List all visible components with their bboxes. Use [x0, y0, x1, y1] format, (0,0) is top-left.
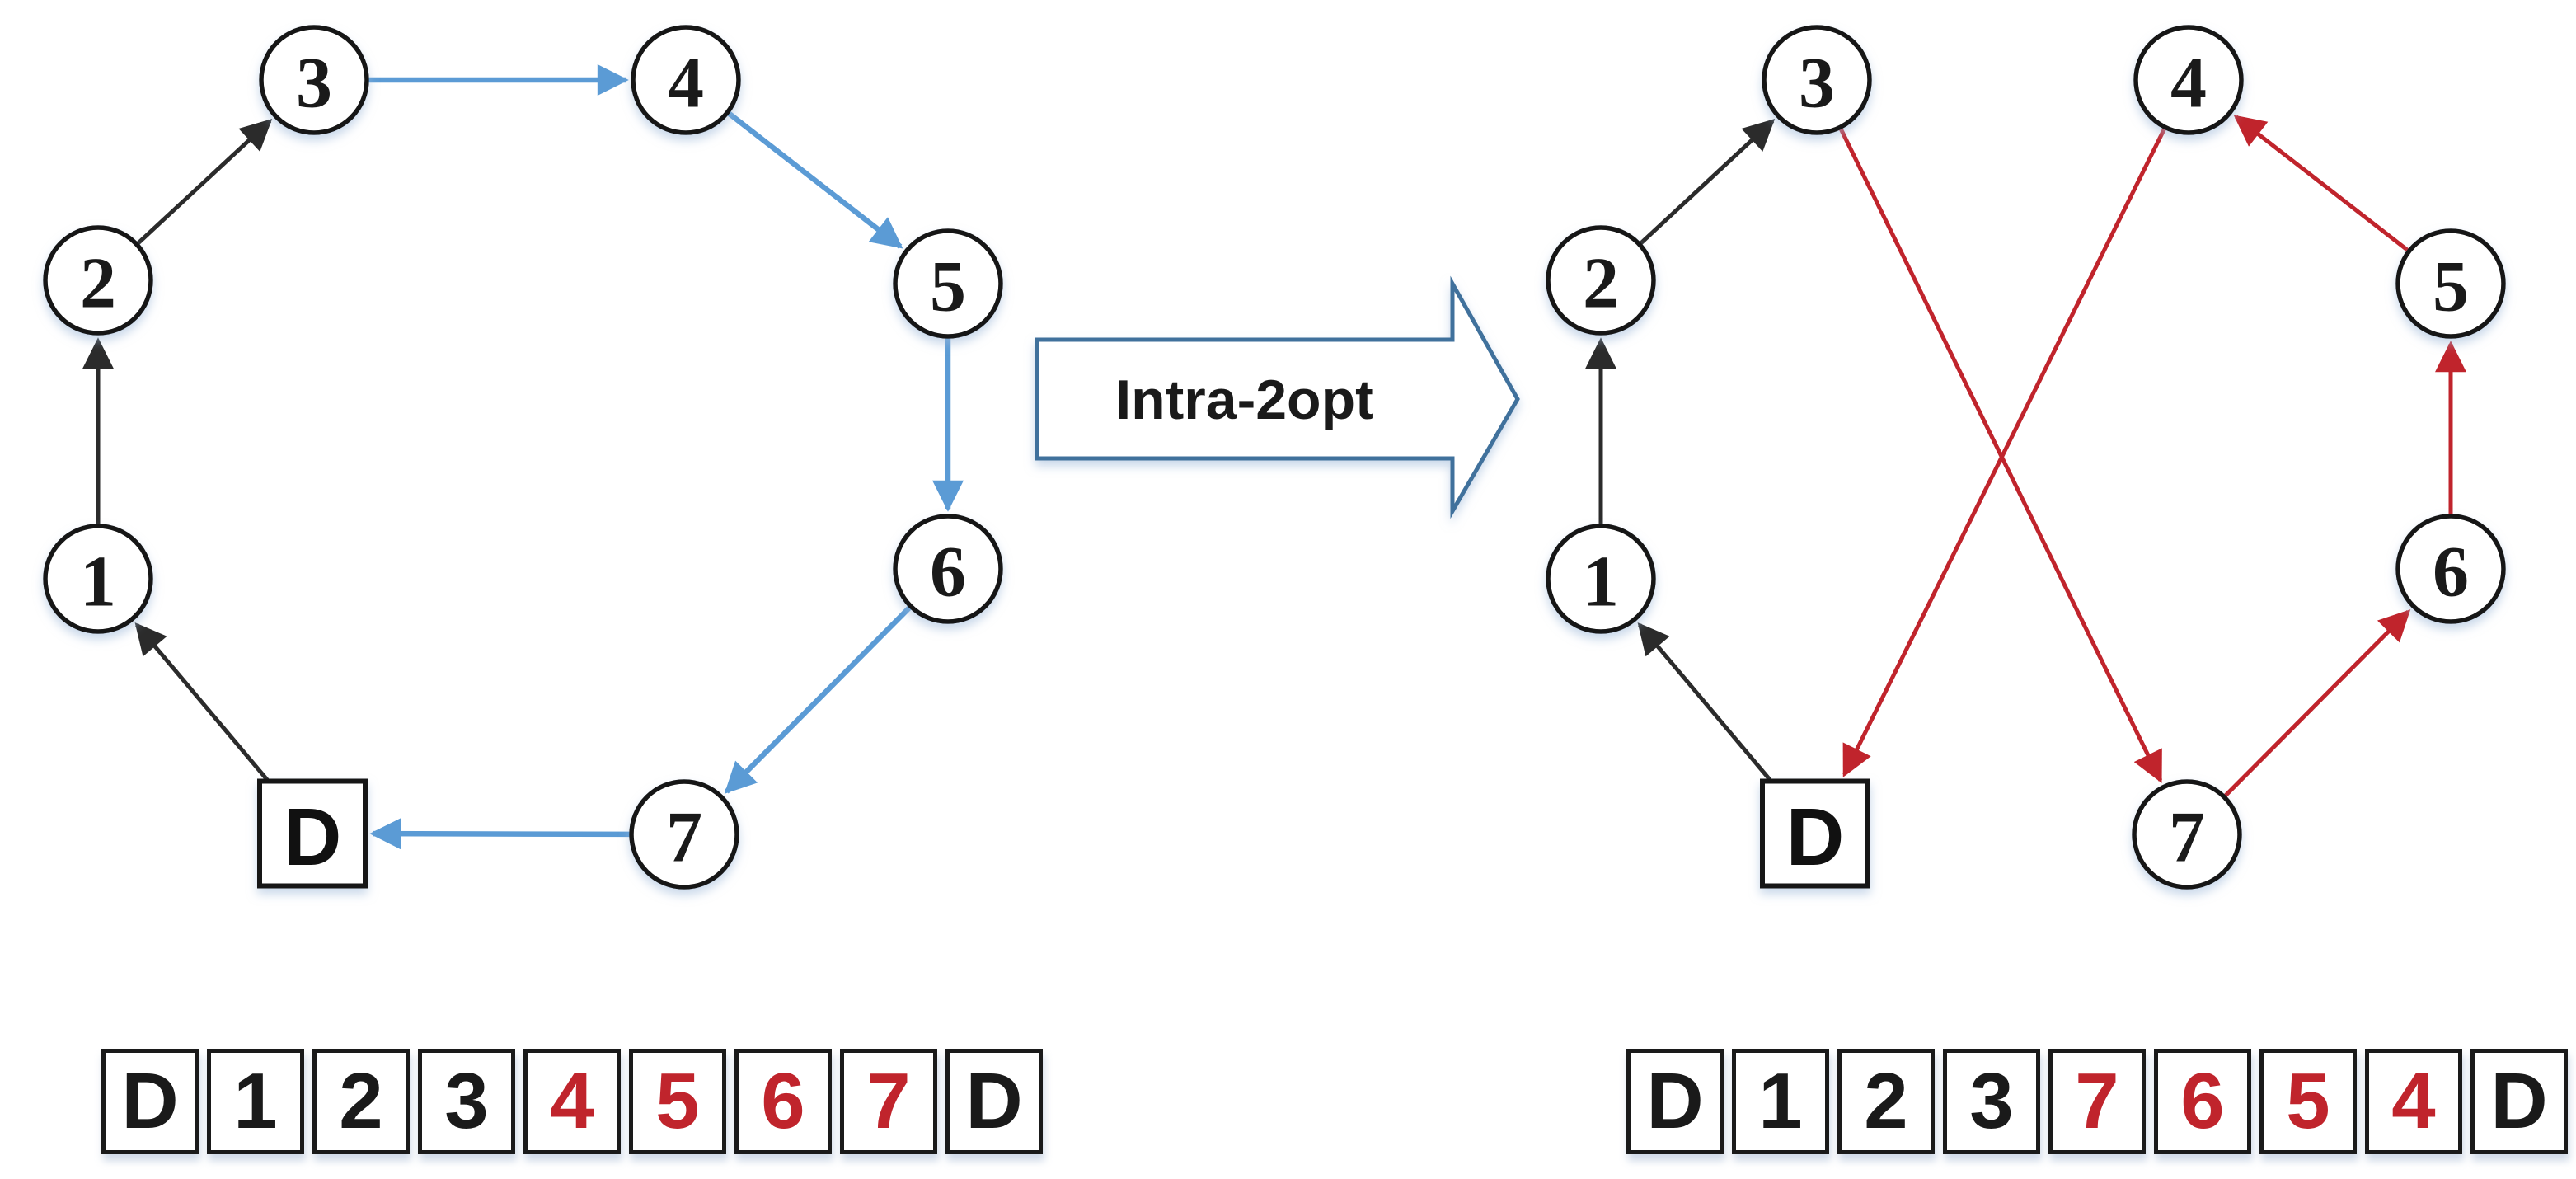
sequence-cell-right-8: D [2470, 1049, 2568, 1154]
block-arrow-label: Intra-2opt [1115, 369, 1374, 431]
sequence-cell-right-5: 6 [2154, 1049, 2251, 1154]
node-label-left-4: 4 [668, 44, 704, 124]
node-label-right-4: 4 [2170, 44, 2207, 124]
block-arrow-shape [1035, 275, 1520, 519]
customer-node-circle-right-5 [2395, 228, 2506, 339]
sequence-cell-right-2: 2 [1837, 1049, 1935, 1154]
node-label-left-3: 3 [296, 44, 332, 124]
node-label-right-6: 6 [2433, 533, 2469, 613]
customer-node-circle-right-3 [1762, 25, 1872, 135]
node-label-left-D: D [284, 791, 342, 882]
depot-node-box-right [1760, 778, 1870, 889]
node-label-left-1: 1 [80, 543, 116, 622]
right-route-graph: 1 2 3 4 5 6 7 D [1546, 25, 2506, 890]
sequence-cell-left-7: 7 [840, 1049, 937, 1154]
sequence-cell-left-1: 1 [207, 1049, 304, 1154]
customer-node-circle-left-2 [43, 225, 153, 336]
intra-2opt-arrow: Intra-2opt [1035, 275, 1520, 519]
edge-left-2-3 [136, 119, 273, 245]
customer-node-circle-left-7 [629, 779, 739, 890]
sequence-cell-right-3: 3 [1943, 1049, 2040, 1154]
customer-node-circle-right-7 [2132, 779, 2242, 890]
customer-node-circle-left-3 [259, 25, 369, 135]
node-label-left-5: 5 [930, 247, 966, 327]
node-label-right-1: 1 [1583, 543, 1619, 622]
sequence-cell-left-2: 2 [312, 1049, 410, 1154]
edge-right-2-3 [1639, 119, 1776, 245]
depot-node-box-left [257, 778, 368, 889]
customer-node-circle-right-6 [2395, 514, 2506, 624]
node-label-right-D: D [1786, 791, 1845, 882]
edge-right-5-4 [2233, 115, 2409, 252]
node-label-left-7: 7 [666, 798, 702, 878]
edge-left-6-7 [724, 605, 912, 794]
node-label-right-5: 5 [2433, 247, 2469, 327]
sequence-cell-right-6: 5 [2259, 1049, 2357, 1154]
edge-right-4-D [1842, 128, 2166, 777]
customer-node-circle-right-2 [1546, 225, 1656, 336]
edge-right-3-7 [1838, 128, 2163, 783]
edge-right-7-6 [2223, 609, 2411, 797]
edge-right-D-1 [1637, 622, 1772, 782]
customer-node-circle-left-1 [43, 524, 153, 634]
edge-left-4-5 [727, 110, 903, 249]
sequence-cell-right-4: 7 [2048, 1049, 2146, 1154]
sequence-cell-right-0: D [1626, 1049, 1724, 1154]
node-label-left-2: 2 [80, 244, 116, 324]
node-label-right-3: 3 [1799, 44, 1835, 124]
customer-node-circle-left-5 [893, 228, 1003, 339]
node-label-right-7: 7 [2169, 798, 2205, 878]
edge-left-D-1 [134, 622, 270, 782]
node-label-left-6: 6 [930, 533, 966, 613]
customer-node-circle-left-4 [631, 25, 741, 135]
customer-node-circle-right-4 [2133, 25, 2244, 135]
node-label-right-2: 2 [1583, 244, 1619, 324]
sequence-cell-left-4: 4 [523, 1049, 621, 1154]
sequence-cell-left-5: 5 [629, 1049, 726, 1154]
customer-node-circle-right-1 [1546, 524, 1656, 634]
sequence-cell-left-3: 3 [418, 1049, 515, 1154]
left-route-graph: 1 2 3 4 5 6 7 D [43, 25, 1003, 890]
sequence-cell-left-0: D [101, 1049, 199, 1154]
sequence-cell-right-7: 4 [2365, 1049, 2462, 1154]
sequence-cell-left-6: 6 [734, 1049, 832, 1154]
customer-node-circle-left-6 [893, 514, 1003, 624]
sequence-cell-left-8: D [945, 1049, 1043, 1154]
sequence-cell-right-1: 1 [1732, 1049, 1829, 1154]
